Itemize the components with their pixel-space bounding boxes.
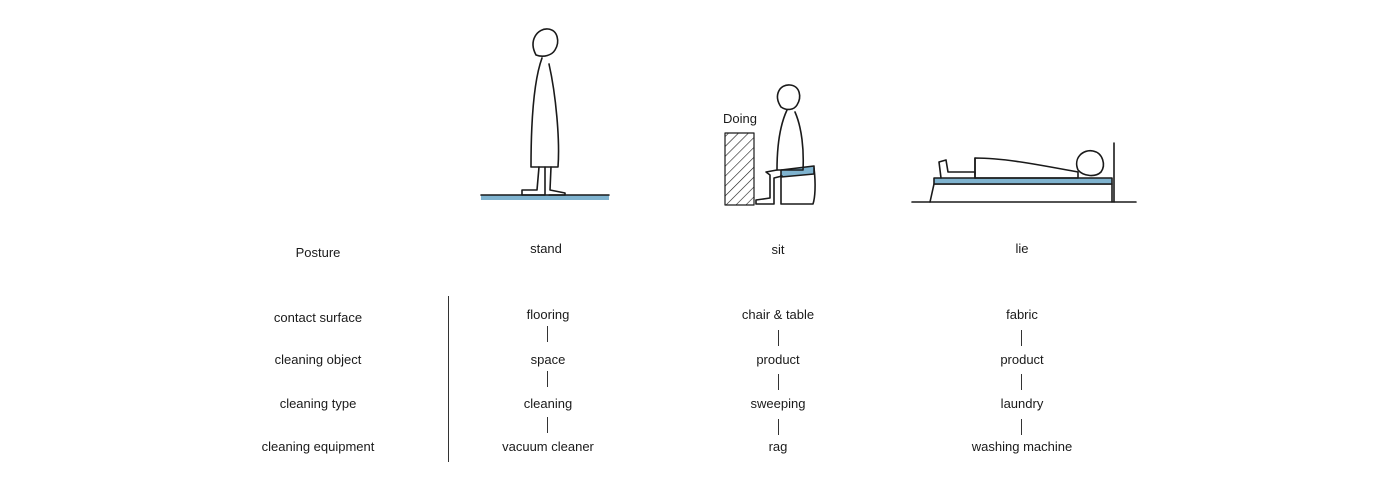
- stand-cleaning-equipment: vacuum cleaner: [502, 439, 594, 454]
- sit-cleaning-object: product: [756, 352, 800, 367]
- row-label-cleaning-type: cleaning type: [279, 396, 357, 411]
- lie-connector: [1021, 330, 1022, 346]
- sit-connector: [778, 330, 779, 346]
- posture-stand: stand: [530, 241, 562, 256]
- sit-cleaning-type: sweeping: [750, 396, 806, 411]
- sit-contact-surface: chair & table: [741, 307, 815, 322]
- lie-connector: [1021, 374, 1022, 390]
- lie-contact-surface: fabric: [1006, 307, 1038, 322]
- floor-surface: [481, 195, 609, 200]
- doing-label: Doing: [723, 111, 757, 126]
- posture-row-label: Posture: [295, 245, 341, 260]
- row-label-contact-surface: contact surface: [273, 310, 363, 325]
- stand-contact-surface: flooring: [526, 307, 570, 322]
- lie-cleaning-equipment: washing machine: [971, 439, 1073, 454]
- table-hatched: [724, 132, 755, 206]
- stand-cleaning-type: cleaning: [523, 396, 573, 411]
- lie-cleaning-type: laundry: [1000, 396, 1044, 411]
- stand-connector: [547, 326, 548, 342]
- row-label-cleaning-object: cleaning object: [274, 352, 362, 367]
- sit-connector: [778, 374, 779, 390]
- stand-connector: [547, 371, 548, 387]
- stand-connector: [547, 417, 548, 433]
- chair-seat-surface: [780, 165, 815, 178]
- bed-fabric-surface: [933, 177, 1113, 185]
- sit-cleaning-equipment: rag: [768, 439, 788, 454]
- stand-cleaning-object: space: [530, 352, 566, 367]
- lying-figure: [911, 142, 1137, 203]
- row-label-cleaning-equipment: cleaning equipment: [261, 439, 375, 454]
- standing-figure: [480, 28, 610, 200]
- sitting-figure: [724, 84, 816, 206]
- lie-connector: [1021, 419, 1022, 435]
- divider-line: [448, 296, 449, 462]
- posture-sit: sit: [771, 242, 785, 257]
- posture-lie: lie: [1015, 241, 1029, 256]
- sit-connector: [778, 419, 779, 435]
- lie-cleaning-object: product: [1000, 352, 1044, 367]
